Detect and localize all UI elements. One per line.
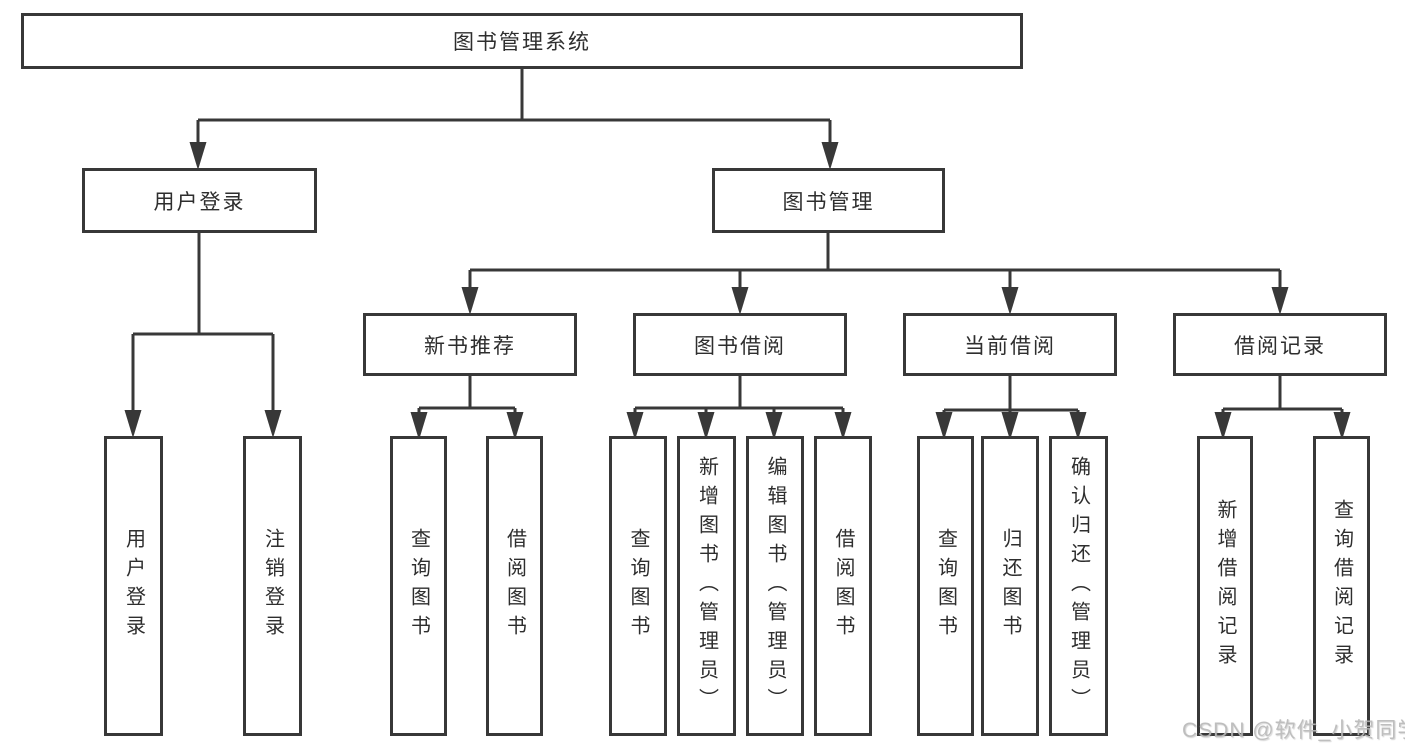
- node-user-login: 用户登录: [82, 168, 317, 233]
- leaf-current-confirm-return-admin: 确认归还（管理员）: [1049, 436, 1108, 736]
- csdn-watermark: CSDN @软件_小贺同学: [1182, 719, 1405, 742]
- leaf-recommend-borrow-book: 借阅图书: [486, 436, 543, 736]
- node-book-management: 图书管理: [712, 168, 945, 233]
- arrowhead-icons: [124, 142, 1351, 440]
- tree-edges: [131, 69, 1344, 420]
- leaf-current-query-book: 查询图书: [917, 436, 974, 736]
- leaf-record-query: 查询借阅记录: [1313, 436, 1370, 736]
- leaf-borrow-borrow-book: 借阅图书: [814, 436, 872, 736]
- node-new-book-recommend: 新书推荐: [363, 313, 577, 376]
- leaf-record-add: 新增借阅记录: [1197, 436, 1253, 736]
- leaf-recommend-query-book: 查询图书: [390, 436, 447, 736]
- node-root-system: 图书管理系统: [21, 13, 1023, 69]
- leaf-user-login: 用户登录: [104, 436, 163, 736]
- leaf-borrow-query-book: 查询图书: [609, 436, 667, 736]
- leaf-borrow-add-book-admin: 新增图书（管理员）: [677, 436, 736, 736]
- leaf-current-return-book: 归还图书: [981, 436, 1039, 736]
- node-borrow-record: 借阅记录: [1173, 313, 1387, 376]
- leaf-borrow-edit-book-admin: 编辑图书（管理员）: [746, 436, 804, 736]
- node-book-borrow: 图书借阅: [633, 313, 847, 376]
- leaf-logout: 注销登录: [243, 436, 302, 736]
- node-current-borrow: 当前借阅: [903, 313, 1117, 376]
